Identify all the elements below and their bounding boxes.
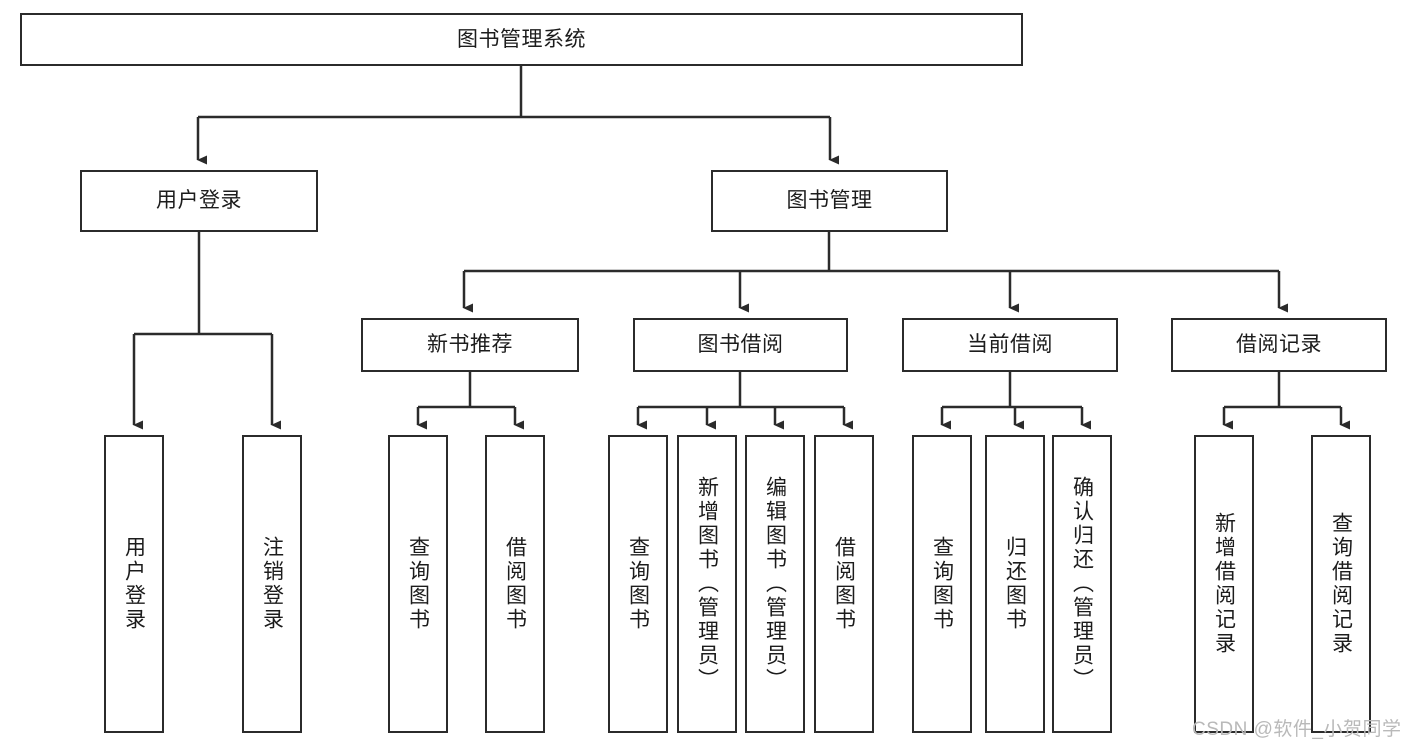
node-label: 归还图书 — [1003, 536, 1027, 632]
node-box-leaf-query-book[interactable]: 查询图书 — [608, 435, 668, 733]
node-box-leaf-user-logout[interactable]: 注销登录 — [242, 435, 302, 733]
node-label: 图书管理系统 — [457, 27, 586, 51]
node-box-leaf-query-book-cur[interactable]: 查询图书 — [912, 435, 972, 733]
node-label: 查询图书 — [626, 536, 650, 632]
node-box-leaf-user-login[interactable]: 用户登录 — [104, 435, 164, 733]
node-box-leaf-confirm-return[interactable]: 确认归还（管理员） — [1052, 435, 1112, 733]
node-box-leaf-add-book[interactable]: 新增图书（管理员） — [677, 435, 737, 733]
node-box-leaf-add-record[interactable]: 新增借阅记录 — [1194, 435, 1254, 733]
node-label: 当前借阅 — [967, 333, 1053, 357]
node-box-leaf-query-record[interactable]: 查询借阅记录 — [1311, 435, 1371, 733]
node-box-borrow-record[interactable]: 借阅记录 — [1171, 318, 1387, 372]
node-label: 新书推荐 — [427, 333, 513, 357]
node-label: 用户登录 — [156, 189, 242, 213]
node-label: 用户登录 — [122, 536, 146, 632]
node-label: 借阅记录 — [1236, 333, 1322, 357]
node-label: 新增图书（管理员） — [695, 476, 719, 692]
node-label: 借阅图书 — [503, 536, 527, 632]
node-box-leaf-edit-book[interactable]: 编辑图书（管理员） — [745, 435, 805, 733]
node-box-user-login[interactable]: 用户登录 — [80, 170, 318, 232]
node-box-leaf-query-book-rec[interactable]: 查询图书 — [388, 435, 448, 733]
node-box-book-borrow[interactable]: 图书借阅 — [633, 318, 848, 372]
node-box-leaf-borrow-book-rec[interactable]: 借阅图书 — [485, 435, 545, 733]
node-box-leaf-return-book[interactable]: 归还图书 — [985, 435, 1045, 733]
node-label: 查询图书 — [930, 536, 954, 632]
node-label: 注销登录 — [260, 536, 284, 632]
connector-group — [132, 66, 1350, 430]
node-box-leaf-borrow-book[interactable]: 借阅图书 — [814, 435, 874, 733]
node-box-root[interactable]: 图书管理系统 — [20, 13, 1023, 66]
node-box-new-book-rec[interactable]: 新书推荐 — [361, 318, 579, 372]
node-box-current-borrow[interactable]: 当前借阅 — [902, 318, 1118, 372]
node-label: 查询借阅记录 — [1329, 512, 1353, 656]
node-label: 借阅图书 — [832, 536, 856, 632]
node-label: 确认归还（管理员） — [1070, 476, 1094, 692]
node-label: 查询图书 — [406, 536, 430, 632]
node-box-book-manage[interactable]: 图书管理 — [711, 170, 948, 232]
node-label: 图书借阅 — [697, 333, 784, 357]
node-label: 新增借阅记录 — [1212, 512, 1236, 656]
node-label: 图书管理 — [786, 189, 873, 213]
node-label: 编辑图书（管理员） — [763, 476, 787, 692]
watermark-text: CSDN @软件_小贺同学 — [1192, 719, 1402, 740]
